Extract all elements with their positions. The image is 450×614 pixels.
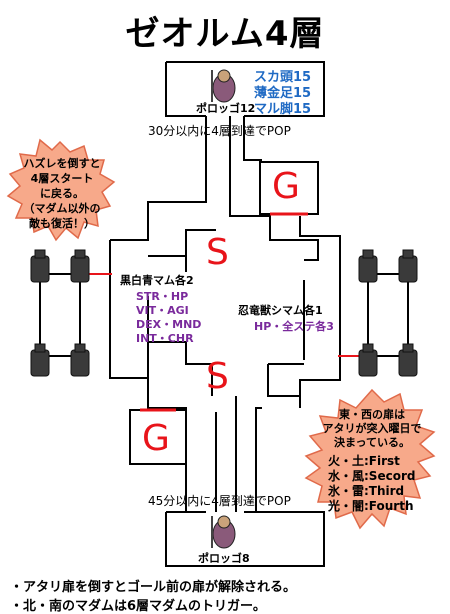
- goal-room-top: [259, 161, 319, 215]
- west-stat-2: VIT・AGI: [136, 304, 189, 317]
- tower-icon-w3: [30, 343, 50, 377]
- west-stat-1: STR・HP: [136, 290, 189, 303]
- day-rule: 水・風:Secord: [328, 469, 416, 483]
- corridor-nw: [110, 116, 207, 241]
- west-group-name: 黒白青マム各2: [120, 274, 194, 287]
- note-1: ・アタリ扉を倒すとゴール前の扉が解除される。: [10, 580, 297, 595]
- start-marker-top: S: [206, 232, 229, 273]
- left-burst-line: 4層スタート: [30, 172, 94, 185]
- inner-mid: [147, 280, 305, 378]
- goal-marker-bottom: G: [142, 418, 170, 459]
- top-drop-1: スカ頭15: [254, 70, 312, 85]
- bottom-pop-note: 45分以内に4層到達でPOP: [148, 494, 291, 508]
- top-pop-note: 30分以内に4層到達でPOP: [148, 124, 291, 138]
- tower-icon-e3: [358, 343, 378, 377]
- inner-s3: [215, 412, 237, 512]
- east-stat-1: HP・全ステ各3: [254, 320, 334, 333]
- right-burst-line: 決まっている。: [333, 436, 410, 449]
- left-burst-shape: [6, 138, 116, 242]
- top-room-wall-left: [165, 62, 206, 117]
- tower-icon-e4: [398, 343, 418, 377]
- goal-marker-top: G: [272, 166, 300, 207]
- left-burst-line: に戻る。: [40, 187, 84, 200]
- top-drop-2: 薄金足15: [254, 86, 312, 101]
- corridor-se: [255, 407, 262, 512]
- inner-s: [211, 364, 300, 397]
- east-towers: [338, 273, 409, 357]
- top-boss-name: ポロッゴ12: [196, 102, 256, 115]
- west-stat-4: INT・CHR: [136, 332, 194, 345]
- bottom-boss-name: ポロッゴ8: [198, 552, 250, 565]
- inner-ne: [229, 116, 319, 261]
- day-rule: 氷・雷:Third: [328, 484, 405, 498]
- boss-icon-bottom: [211, 515, 236, 549]
- goal-room-bottom: [129, 409, 187, 465]
- top-drop-3: マル脚15: [254, 102, 312, 117]
- tower-icons: [30, 249, 418, 377]
- tower-icon-e2: [398, 249, 418, 283]
- right-burst-line: 東・西の扉は: [339, 408, 405, 421]
- right-burst-line: アタリが突入曜日で: [322, 422, 422, 435]
- day-rule: 光・闇:Fourth: [328, 499, 414, 513]
- inner-s2: [185, 396, 237, 460]
- day-rule: 火・土:First: [328, 454, 400, 468]
- left-burst-line: （マダム以外の: [23, 202, 101, 215]
- west-stat-3: DEX・MND: [136, 318, 202, 331]
- left-burst-line: ハズレを倒すと: [23, 157, 101, 170]
- west-towers: [39, 273, 112, 357]
- east-group-name: 忍竜獣シマム各1: [238, 304, 323, 317]
- left-burst-line: 敵も復活！）: [29, 217, 95, 230]
- note-2: ・北・南のマダムは6層マダムのトリガー。: [10, 599, 266, 614]
- tower-icon-w1: [30, 249, 50, 283]
- right-burst-text: 東・西の扉は アタリが突入曜日で 決まっている。 火・土:First 水・風:S…: [314, 408, 430, 514]
- start-marker-bottom: S: [206, 356, 229, 397]
- tower-icon-e1: [358, 249, 378, 283]
- page-title: ゼオルム4層: [125, 14, 325, 54]
- tower-icon-w2: [70, 249, 90, 283]
- right-burst-shape: [304, 388, 436, 530]
- inner-nw: [148, 229, 216, 272]
- boss-icon-top: [211, 69, 236, 103]
- tower-icon-w4: [70, 343, 90, 377]
- left-burst-text: ハズレを倒すと 4層スタート に戻る。 （マダム以外の 敵も復活！）: [20, 156, 104, 231]
- inner-sw: [148, 341, 304, 365]
- corridor-east: [299, 272, 341, 408]
- corridor-ne-b: [299, 216, 341, 272]
- corridor-ne-a: [243, 116, 262, 161]
- right-burst-days: 火・土:First 水・風:Secord 氷・雷:Third 光・闇:Fourt…: [314, 454, 430, 514]
